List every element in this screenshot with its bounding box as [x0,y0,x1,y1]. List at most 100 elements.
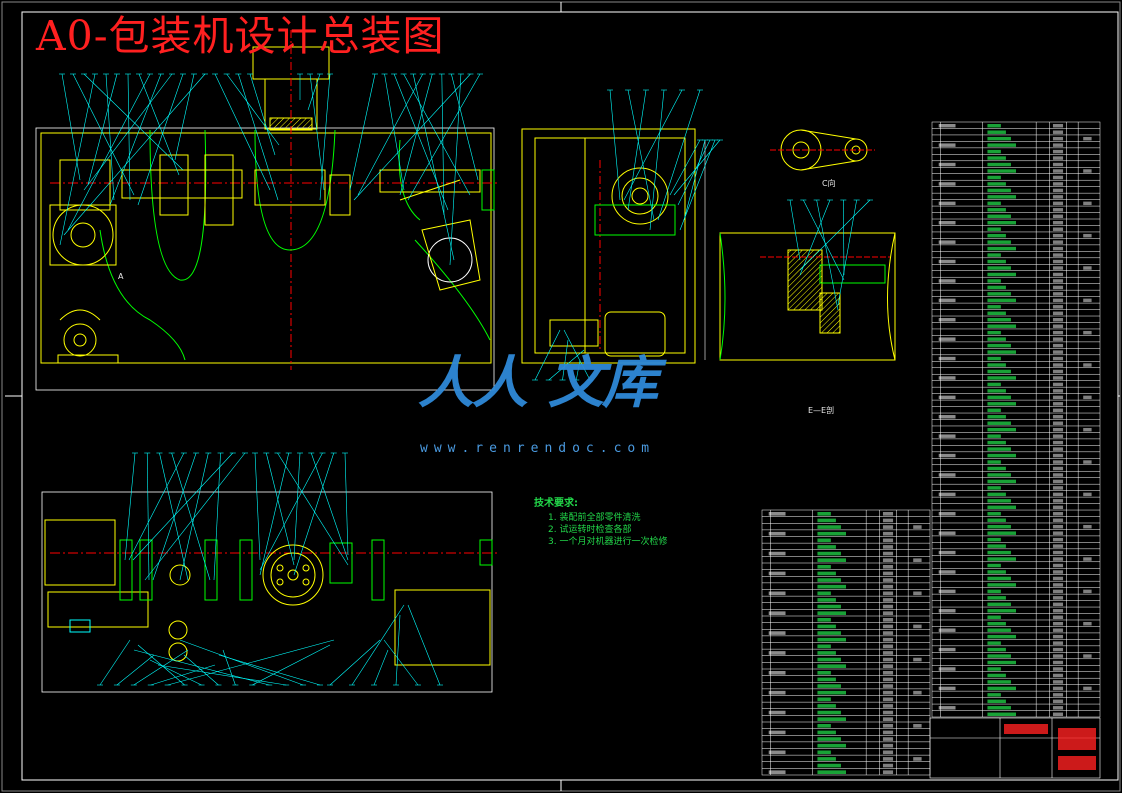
bom-qty [1052,182,1064,186]
bom-name [987,706,1011,710]
leader-line [679,139,716,231]
bom-qty [1052,589,1064,594]
bom-qty [1052,583,1064,587]
bom-qty [1052,466,1064,471]
bom-name [987,305,1001,309]
leader-lines [59,73,873,686]
leader-line [152,452,197,581]
bom-qty [882,525,894,529]
bom-note [1083,524,1092,529]
leader-line [843,199,845,276]
leader-line [83,73,173,191]
bom-qty [1052,253,1064,257]
bom-name [987,531,1016,535]
bom-qty [1052,214,1064,219]
bom-name [987,609,1016,613]
leader-line [563,329,591,381]
bom-name [987,550,1011,555]
bom-name [817,770,846,774]
bom-name [817,657,841,662]
leader-line [238,73,279,201]
bom-qty [882,604,894,609]
leader-line [351,604,405,686]
bom-qty [1052,570,1064,574]
bom-qty [1052,201,1064,206]
bom-qty [1052,136,1064,141]
leader-line [293,452,301,561]
bom-qty [1052,363,1064,367]
bom-qty [1052,460,1064,464]
bom-name [987,246,1016,251]
bom-name [987,524,1011,529]
bom-name [817,710,841,715]
bom-code [938,240,956,244]
bom-name [987,427,1016,432]
leader-line [677,139,711,206]
bom-code [938,356,956,361]
bom-qty [882,644,894,649]
bom-code [938,182,956,186]
bom-name [817,684,841,688]
bom-name [987,240,1011,244]
leader-line [309,73,325,191]
bom-name [987,660,1016,665]
bom-name [987,330,1001,335]
bom-qty [882,558,894,562]
leader-line [441,73,445,216]
leader-line [83,73,184,171]
leader-line [146,452,150,581]
bom-name [987,156,1006,160]
bom-qty [882,538,894,543]
technical-requirements: 技术要求: 1. 装配前全部零件清洗 2. 试运转时检查各部 3. 一个月对机器… [534,498,667,548]
bom-qty [1052,712,1064,716]
bom-qty [882,618,894,622]
bom-code [938,453,956,458]
bom-qty [882,518,894,523]
bom-note [1083,136,1092,141]
tech-req-item: 2. 试运转时检查各部 [548,525,632,535]
bom-code [938,609,956,613]
bom-qty [1052,563,1064,568]
bom-name [987,505,1016,510]
bom-code [938,221,956,225]
bom-name [987,201,1001,206]
bom-qty [1052,279,1064,283]
leader-line [407,73,481,201]
bom-qty [1052,641,1064,645]
bom-name [987,466,1006,471]
bom-qty [1052,596,1064,600]
bom-qty [1052,292,1064,296]
bom-code [768,690,786,695]
bom-name [817,604,841,609]
bom-note [913,724,922,728]
leader-line [534,329,561,381]
bom-name [817,591,831,596]
leader-line [399,73,433,196]
bom-name [987,492,1006,497]
bom-name [987,130,1006,134]
bom-name [987,382,1001,387]
bom-code [768,531,786,536]
bom-note [1083,363,1092,367]
leader-line [384,73,405,191]
bom-qty [1052,660,1064,665]
tech-req-item: 3. 一个月对机器进行一次检修 [548,537,668,547]
bom-qty [1052,686,1064,691]
leader-line [562,339,569,381]
leader-line [259,452,290,576]
bom-qty [1052,505,1064,510]
bom-note [1083,201,1092,206]
bom-qty [882,584,894,589]
leader-line [344,452,349,556]
leader-line [61,73,81,181]
bom-qty [1052,537,1064,542]
bom-qty [1052,356,1064,361]
bom-code [768,611,786,615]
bom-qty [1052,415,1064,419]
bom-name [987,124,1001,128]
bom-qty [1052,402,1064,406]
bom-qty [882,578,894,582]
bom-qty [1052,492,1064,497]
leader-line [575,359,581,381]
bom-note [1083,557,1092,561]
